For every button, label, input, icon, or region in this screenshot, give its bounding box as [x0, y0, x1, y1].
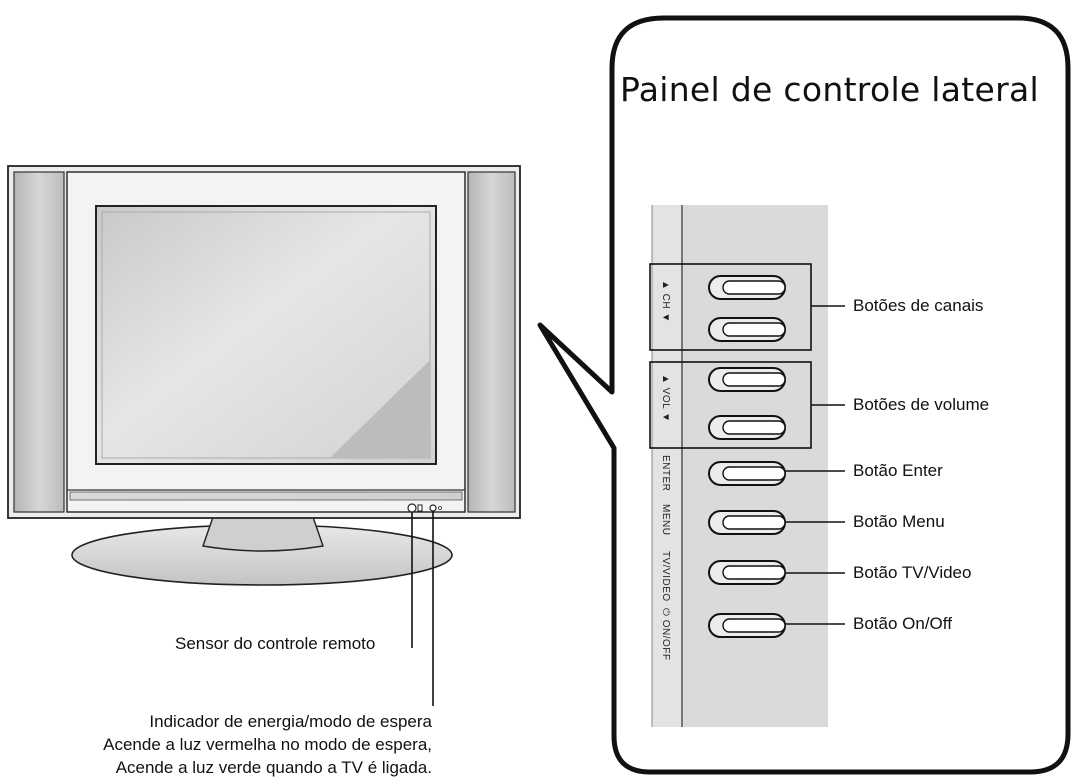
power-led-icon [429, 504, 437, 512]
menu-side-label: MENU [660, 504, 671, 536]
onoff-side-label: ⏻ ON/OFF [660, 608, 671, 661]
bottom-strip [69, 491, 463, 501]
panel-title: Painel de controle lateral [620, 70, 1039, 109]
menu-button-label: Botão Menu [853, 512, 945, 531]
volume-buttons-label: Botões de volume [853, 395, 990, 414]
onoff-button-label: Botão On/Off [853, 614, 952, 633]
menu-button[interactable] [708, 510, 786, 535]
enter-button[interactable] [708, 461, 786, 486]
tvvideo-button-label: Botão TV/Video [853, 563, 972, 582]
power-button[interactable] [708, 613, 786, 638]
remote-sensor-label: Sensor do controle remoto [175, 634, 376, 653]
volume-up-button[interactable] [708, 367, 786, 392]
remote-sensor-icon [407, 503, 417, 513]
channel-up-button[interactable] [708, 275, 786, 300]
tv-neck [202, 516, 324, 552]
power-indicator-line1: Indicador de energia/modo de espera [149, 712, 432, 731]
left-speaker [13, 171, 65, 513]
panel-buttons [708, 275, 786, 638]
vol-side-label: ▲ VOL ▼ [660, 374, 671, 423]
power-indicator-line2: Acende a luz vermelha no modo de espera, [103, 735, 432, 754]
tvvideo-side-label: TV/VIDEO [660, 551, 671, 602]
channel-down-button[interactable] [708, 317, 786, 342]
tv-set [7, 165, 521, 706]
channel-group-box [649, 263, 812, 351]
screen-reflection [330, 360, 430, 458]
volume-down-button[interactable] [708, 415, 786, 440]
right-speaker [467, 171, 516, 513]
power-indicator-line3: Acende a luz verde quando a TV é ligada. [115, 758, 432, 777]
channel-buttons-label: Botões de canais [853, 296, 984, 315]
enter-button-label: Botão Enter [853, 461, 943, 480]
callout-lines [785, 305, 845, 625]
ch-side-label: ▲ CH ▼ [660, 280, 671, 323]
tvvideo-button[interactable] [708, 560, 786, 585]
enter-side-label: ENTER [660, 455, 671, 492]
